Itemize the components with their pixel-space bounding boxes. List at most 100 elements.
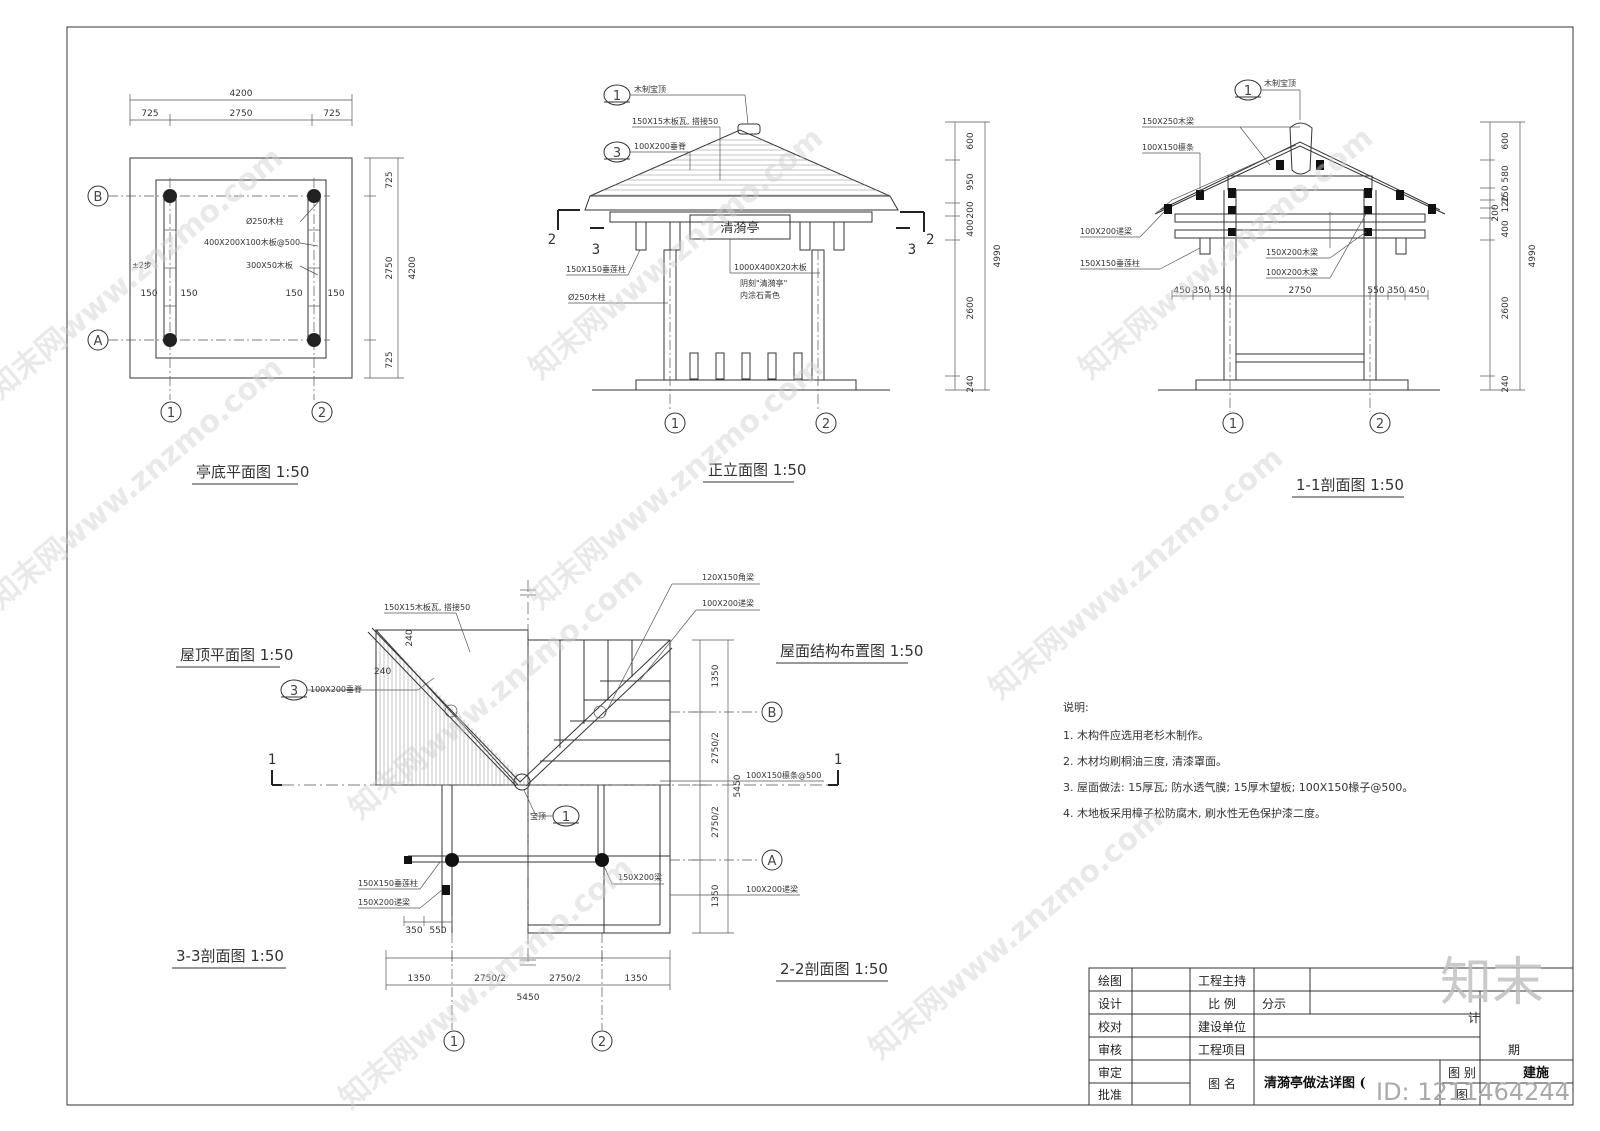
svg-text:2600: 2600 [966,296,976,319]
svg-text:580: 580 [1501,165,1511,182]
svg-text:1: 1 [562,810,570,825]
note-item: 4. 木地板采用樟子松防腐木, 刷水性无色保护漆二度。 [1063,806,1326,820]
svg-text:图: 图 [1456,1088,1468,1102]
svg-text:3: 3 [908,242,916,258]
svg-text:450: 450 [1408,286,1425,296]
svg-text:150X150垂莲柱: 150X150垂莲柱 [566,264,626,274]
svg-text:100X200木梁: 100X200木梁 [1266,267,1318,277]
svg-text:150: 150 [327,289,344,299]
svg-text:1: 1 [834,752,842,768]
svg-text:240: 240 [966,375,976,392]
svg-text:建设单位: 建设单位 [1198,1019,1246,1034]
watermark-text: 知末网www.znzmo.com [0,350,290,616]
notes-heading: 说明: [1063,700,1089,714]
svg-text:计: 计 [1468,1011,1480,1025]
watermark-text: 知末网www.znzmo.com [1073,120,1380,386]
section-1-1: 1 2 450 350 550 2750 550 350 450 1 木制宝顶 … [1080,78,1538,498]
svg-text:150X150垂莲柱: 150X150垂莲柱 [1080,258,1140,268]
svg-text:B: B [768,706,777,721]
svg-text:100X200递梁: 100X200递梁 [702,598,754,608]
svg-text:审定: 审定 [1098,1065,1122,1080]
svg-text:150X15木板瓦, 搭接50: 150X15木板瓦, 搭接50 [632,116,718,126]
svg-text:100X150檩条@500: 100X150檩条@500 [746,770,821,780]
svg-text:校对: 校对 [1098,1019,1122,1034]
section-2-2-title: 2-2剖面图 1:50 [780,960,888,978]
scale-value: 分示 [1262,997,1286,1011]
svg-text:240: 240 [405,629,415,646]
svg-text:1350: 1350 [625,974,648,984]
note-item: 3. 屋面做法: 15厚瓦; 防水透气膜; 15厚木望板; 100X150椽子@… [1063,780,1413,794]
svg-text:725: 725 [385,171,395,188]
svg-text:批准: 批准 [1098,1087,1122,1102]
svg-text:350: 350 [405,926,422,936]
plan-title: 亭底平面图 1:50 [196,463,309,481]
svg-text:1: 1 [613,89,621,104]
svg-text:绘图: 绘图 [1098,973,1122,988]
watermark-text: 知末网www.znzmo.com [333,850,640,1116]
section-1-1-title: 1-1剖面图 1:50 [1296,476,1404,494]
watermark-text: 知末网www.znzmo.com [863,800,1170,1066]
svg-text:2750: 2750 [230,109,253,119]
drawing-name: 清漪亭做法详图 ( [1264,1075,1366,1091]
svg-text:1350: 1350 [711,664,721,687]
svg-text:1: 1 [450,1035,458,1050]
svg-text:5450: 5450 [733,774,743,797]
svg-text:100X150檩条: 100X150檩条 [1142,142,1194,152]
svg-text:400X200X100木板@500: 400X200X100木板@500 [204,237,300,247]
svg-text:2600: 2600 [1501,296,1511,319]
svg-text:1350: 1350 [711,884,721,907]
svg-text:2: 2 [926,232,934,248]
plan-column [307,333,321,347]
svg-text:150X200梁: 150X200梁 [618,873,662,882]
svg-text:2750: 2750 [385,256,395,279]
axis-b-label: B [94,190,103,205]
svg-text:内涂石青色: 内涂石青色 [740,290,780,300]
svg-text:150X200木梁: 150X200木梁 [1266,247,1318,257]
svg-text:木制宝顶: 木制宝顶 [1264,78,1296,88]
axis-a-label: A [94,334,103,349]
front-elevation: 清漪亭 1 2 2 2 3 3 1 [548,84,1003,483]
svg-text:审核: 审核 [1098,1042,1122,1057]
svg-text:200: 200 [966,201,976,218]
watermark-text: 知末网www.znzmo.com [0,140,290,406]
plan-column [163,189,177,203]
svg-text:200: 200 [1491,204,1501,221]
svg-text:450: 450 [1173,286,1190,296]
svg-text:2750/2: 2750/2 [711,806,721,838]
svg-text:100X200垂脊: 100X200垂脊 [310,684,362,694]
svg-text:A: A [768,854,777,869]
svg-text:150X150垂莲柱: 150X150垂莲柱 [358,878,418,888]
svg-text:600: 600 [1501,132,1511,149]
svg-text:950: 950 [966,173,976,190]
svg-text:±2步: ±2步 [132,261,152,270]
section-3-3-title: 3-3剖面图 1:50 [176,947,284,965]
plan-dim-total: 4200 [230,89,253,99]
svg-text:木制宝顶: 木制宝顶 [634,84,666,94]
svg-text:550: 550 [1367,286,1384,296]
plan-column [307,189,321,203]
svg-text:Ø250木柱: Ø250木柱 [568,292,606,302]
svg-text:550: 550 [429,926,446,936]
svg-text:150: 150 [140,289,157,299]
plan-column [163,333,177,347]
svg-text:400: 400 [966,219,976,236]
svg-text:比 例: 比 例 [1208,997,1236,1011]
svg-text:2750: 2750 [1289,286,1312,296]
roof-plan-title: 屋顶平面图 1:50 [180,646,293,664]
svg-text:150: 150 [285,289,302,299]
svg-text:阴刻"清漪亭": 阴刻"清漪亭" [740,278,787,288]
svg-text:240: 240 [1501,375,1511,392]
svg-text:350: 350 [1387,286,1404,296]
svg-text:725: 725 [323,109,340,119]
plan-view: 4200 725 2750 725 725 2750 725 4200 [87,89,418,485]
svg-text:150X250木梁: 150X250木梁 [1142,116,1194,126]
svg-text:725: 725 [385,351,395,368]
svg-text:图 别: 图 别 [1448,1066,1476,1080]
svg-text:4990: 4990 [993,244,1003,267]
svg-text:1000X400X20木板: 1000X400X20木板 [734,262,807,272]
svg-text:150: 150 [180,289,197,299]
drawing-frame [66,26,1574,1106]
axis-1-label: 1 [167,406,175,421]
svg-text:120X150角梁: 120X150角梁 [702,572,754,582]
